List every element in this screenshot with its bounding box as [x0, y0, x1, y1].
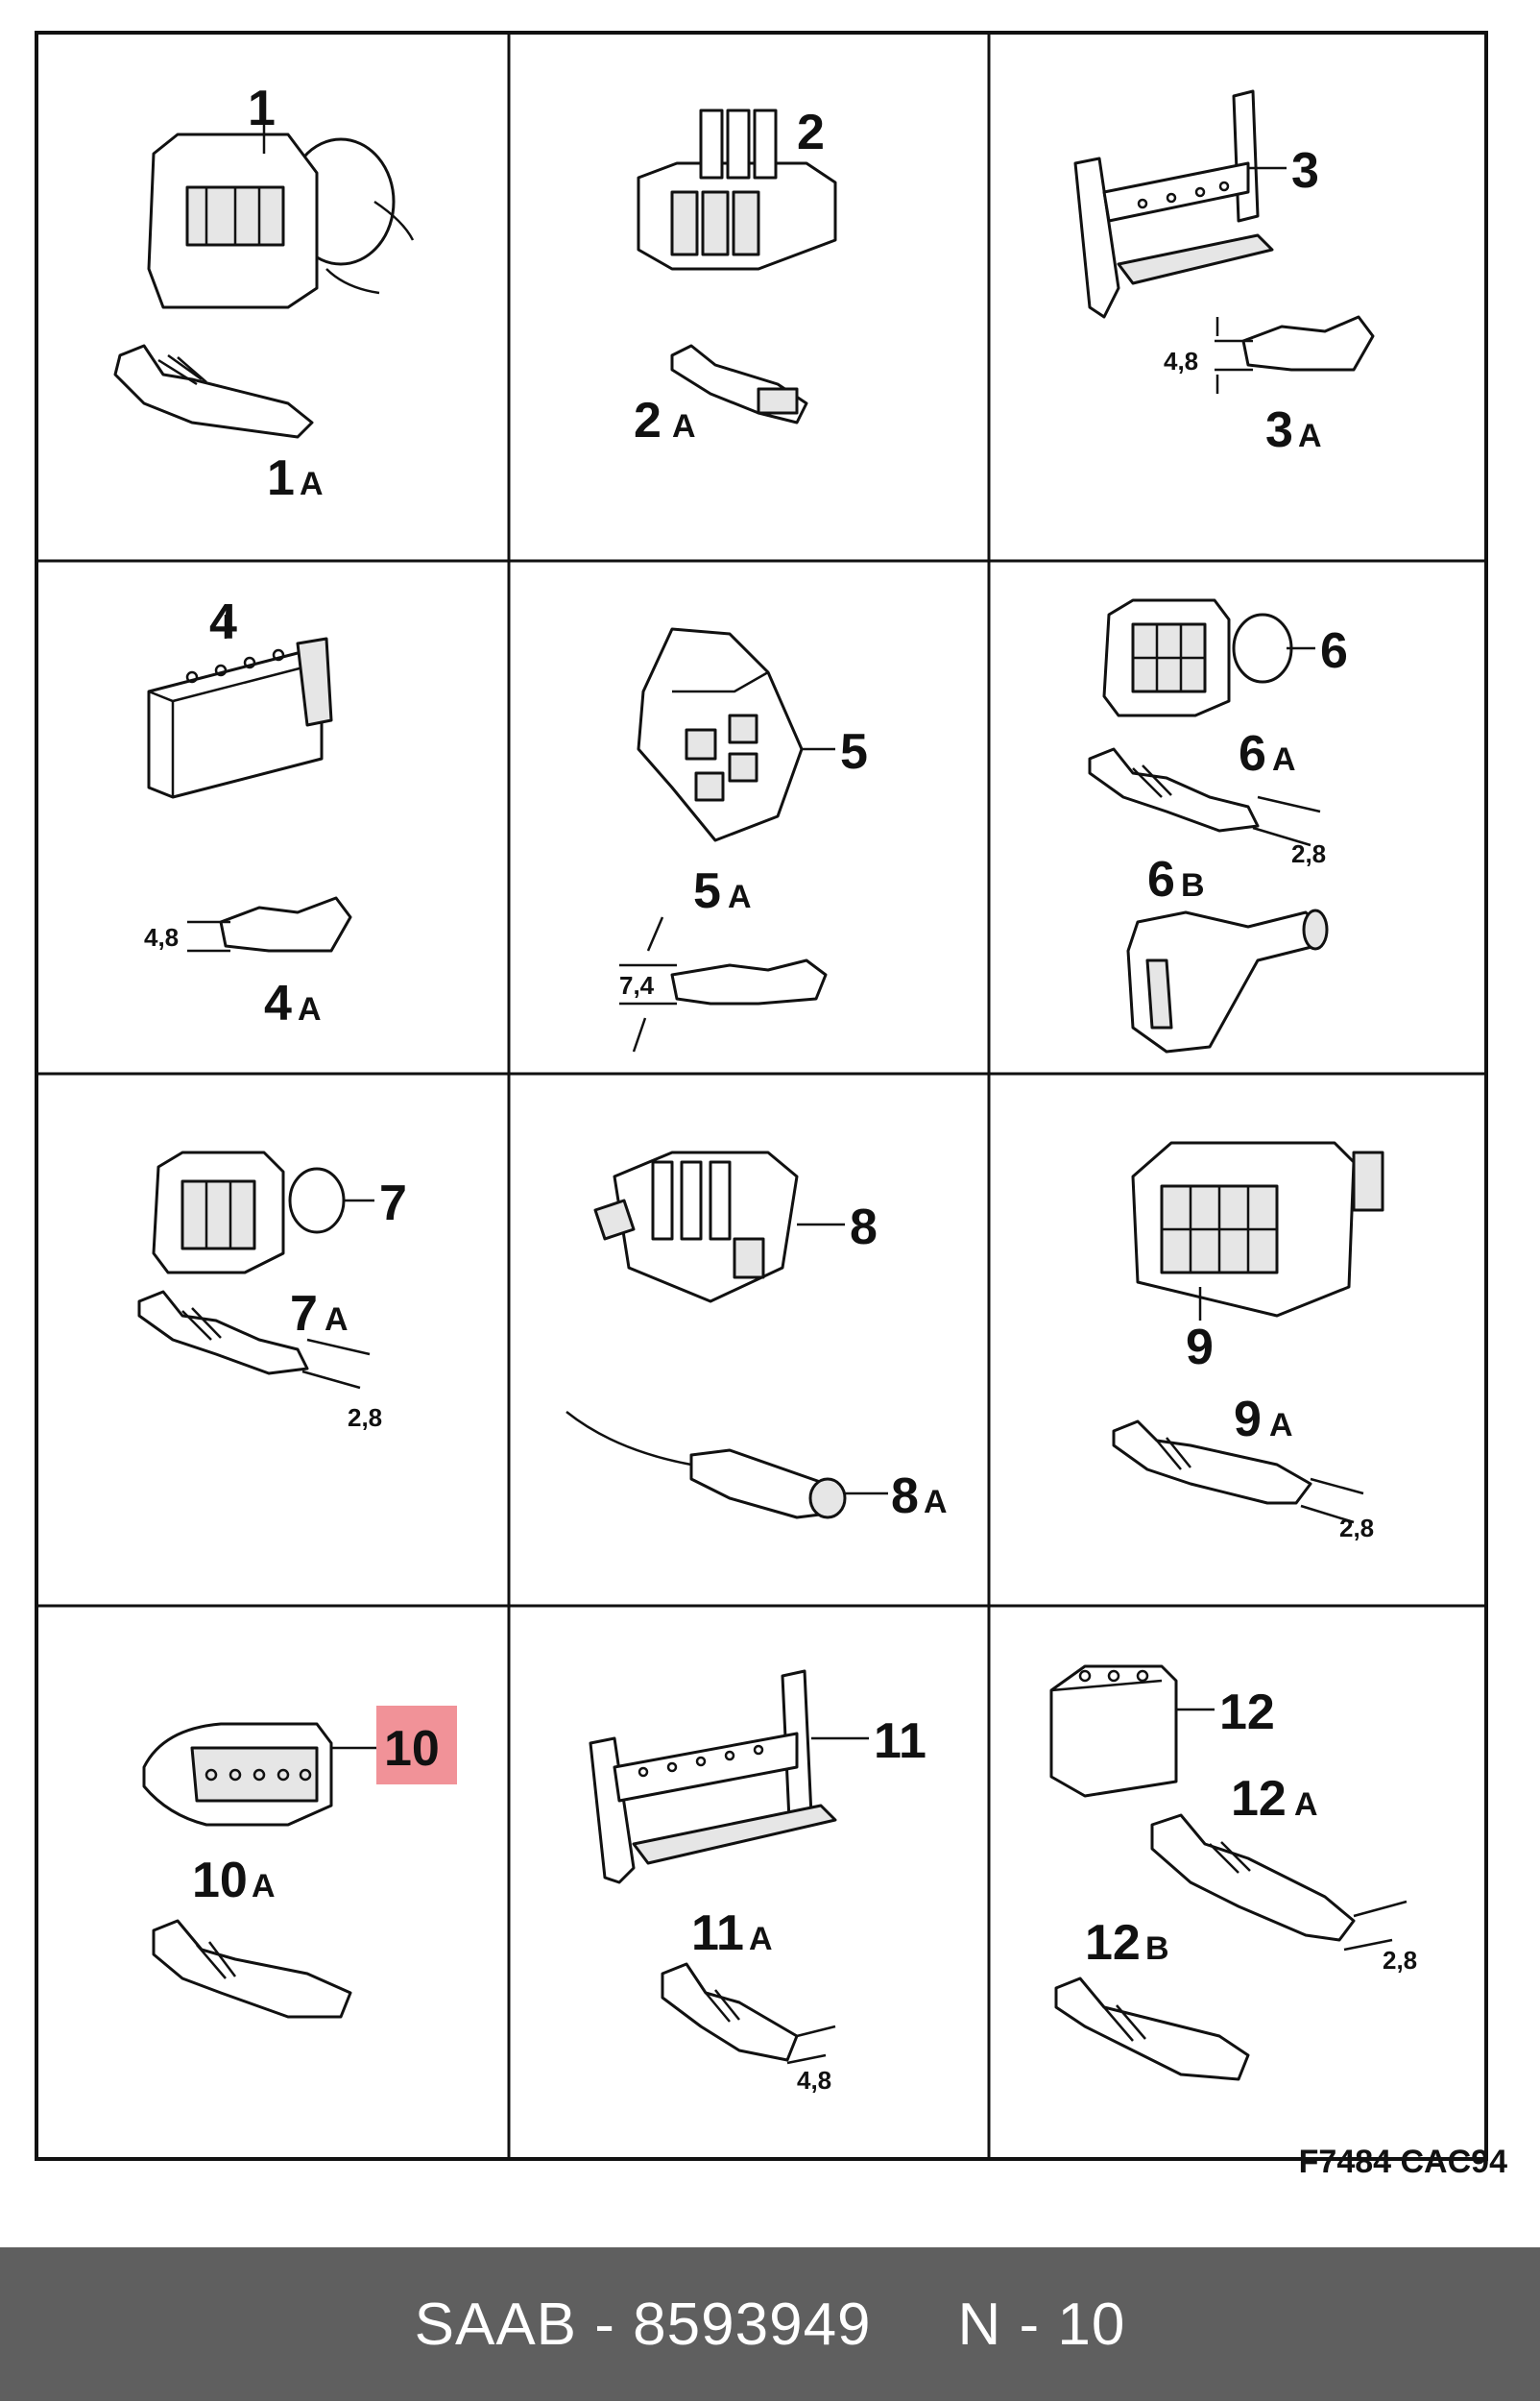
callout-7a-number: 7 — [290, 1286, 318, 1342]
caption-reference: N - 10 — [957, 2291, 1126, 2358]
terminal-10a-drawing — [152, 1919, 352, 2019]
callout-8a-number: 8 — [891, 1468, 919, 1524]
callout-12: 12 — [1219, 1685, 1275, 1740]
callout-11a-number: 11 — [691, 1905, 744, 1961]
callout-7: 7 — [379, 1176, 407, 1231]
terminal-12b-drawing — [1054, 1977, 1250, 2081]
callout-9: 9 — [1186, 1320, 1214, 1375]
callout-3a-number: 3 — [1265, 402, 1293, 458]
callout-8a-letter: A — [924, 1484, 948, 1520]
connector-9-drawing — [1131, 1141, 1384, 1318]
diagram-frame — [35, 31, 1488, 2161]
cell-7: 7 7 A 2,8 — [137, 1151, 407, 1432]
dimension-6a: 2,8 — [1291, 839, 1326, 868]
callout-6: 6 — [1320, 623, 1348, 679]
callout-12a-letter: A — [1294, 1786, 1318, 1823]
connector-1-drawing — [147, 133, 415, 309]
cell-3: 3 4,8 3 A — [1073, 89, 1375, 458]
terminal-5a-drawing — [619, 916, 828, 1053]
connector-7-drawing — [152, 1151, 346, 1274]
cell-12: 12 12 A 2,8 12 B — [1049, 1664, 1417, 2081]
terminal-7a-drawing — [137, 1290, 371, 1390]
connector-6-drawing — [1102, 598, 1293, 717]
cell-4: 4 4,8 4 A — [144, 594, 352, 1031]
cell-2: 2 2 A — [634, 105, 837, 449]
dimension-5a: 7,4 — [619, 971, 655, 1000]
terminal-12a-drawing — [1150, 1813, 1408, 1952]
callout-9a-letter: A — [1269, 1407, 1293, 1443]
callout-10a-letter: A — [252, 1868, 276, 1904]
callout-1a-letter: A — [300, 466, 324, 502]
connector-5-drawing — [637, 627, 804, 842]
dimension-12a: 2,8 — [1383, 1946, 1417, 1975]
connector-3-drawing — [1073, 89, 1274, 319]
cell-1: 1 1 A — [113, 81, 415, 506]
cell-10: 10 10 A — [142, 1706, 457, 2019]
callout-9a-number: 9 — [1234, 1392, 1262, 1447]
terminal-3a-drawing — [1215, 315, 1375, 394]
parts-diagram: 1 1 A 2 2 A — [35, 31, 1488, 2161]
boot-6b-drawing — [1126, 909, 1329, 1054]
connector-2-drawing — [637, 109, 837, 271]
terminal-1a-drawing — [113, 344, 314, 439]
callout-5a-number: 5 — [693, 863, 721, 919]
dimension-11a: 4,8 — [797, 2066, 831, 2095]
callout-1a-number: 1 — [267, 450, 295, 506]
callout-6b-number: 6 — [1147, 852, 1175, 908]
callout-11: 11 — [874, 1713, 926, 1769]
dimension-7a: 2,8 — [348, 1403, 382, 1432]
callout-6a-number: 6 — [1239, 726, 1266, 782]
connector-11-drawing — [589, 1669, 837, 1884]
callout-2a-number: 2 — [634, 393, 662, 449]
terminal-4a-drawing — [187, 896, 352, 953]
callout-4a-number: 4 — [264, 976, 292, 1031]
callout-12b-number: 12 — [1085, 1915, 1141, 1971]
highlight-box — [376, 1706, 457, 1784]
caption-bar: SAAB - 8593949 N - 10 — [0, 2247, 1540, 2401]
callout-8: 8 — [850, 1200, 878, 1255]
caption-brand: SAAB — [414, 2291, 578, 2358]
terminal-6a-drawing — [1088, 747, 1321, 847]
cell-6: 6 6 A 2,8 6 B — [1088, 598, 1348, 1054]
callout-3a-letter: A — [1298, 418, 1322, 454]
callout-6b-letter: B — [1181, 867, 1205, 904]
callout-5: 5 — [840, 724, 868, 780]
connector-8-drawing — [593, 1151, 799, 1303]
cell-9: 9 9 A 2,8 — [1112, 1141, 1384, 1542]
callout-7a-letter: A — [325, 1301, 349, 1338]
terminal-9a-drawing — [1112, 1419, 1364, 1524]
terminal-2a-drawing — [670, 344, 808, 424]
callout-2a-letter: A — [672, 408, 696, 445]
callout-1: 1 — [248, 81, 276, 136]
terminal-8a-drawing — [565, 1411, 847, 1519]
dimension-9a: 2,8 — [1339, 1514, 1374, 1542]
terminal-11a-drawing — [661, 1962, 836, 2065]
connector-10-drawing — [142, 1722, 333, 1827]
callout-5a-letter: A — [728, 879, 752, 915]
callout-2: 2 — [797, 105, 825, 160]
dimension-3a: 4,8 — [1164, 347, 1198, 376]
cell-8: 8 8 A — [565, 1151, 948, 1524]
connector-4-drawing — [147, 637, 333, 799]
callout-4a-letter: A — [298, 991, 322, 1028]
callout-10a-number: 10 — [192, 1853, 248, 1908]
caption-part-number: 8593949 — [633, 2291, 872, 2358]
dimension-4a: 4,8 — [144, 923, 179, 952]
callout-3: 3 — [1291, 143, 1319, 199]
callout-12b-letter: B — [1145, 1930, 1169, 1967]
caption-separator: - — [594, 2291, 615, 2358]
cell-5: 5 7,4 5 A — [619, 627, 868, 1053]
connector-12-drawing — [1049, 1664, 1178, 1798]
callout-11a-letter: A — [749, 1921, 773, 1957]
callout-12a-number: 12 — [1231, 1771, 1287, 1827]
callout-4: 4 — [209, 594, 237, 650]
figure-code: F7484 CAC94 — [1298, 2144, 1507, 2180]
callout-10: 10 — [384, 1721, 440, 1777]
callout-6a-letter: A — [1272, 741, 1296, 778]
cell-11: 11 11 A 4,8 — [589, 1669, 926, 2095]
